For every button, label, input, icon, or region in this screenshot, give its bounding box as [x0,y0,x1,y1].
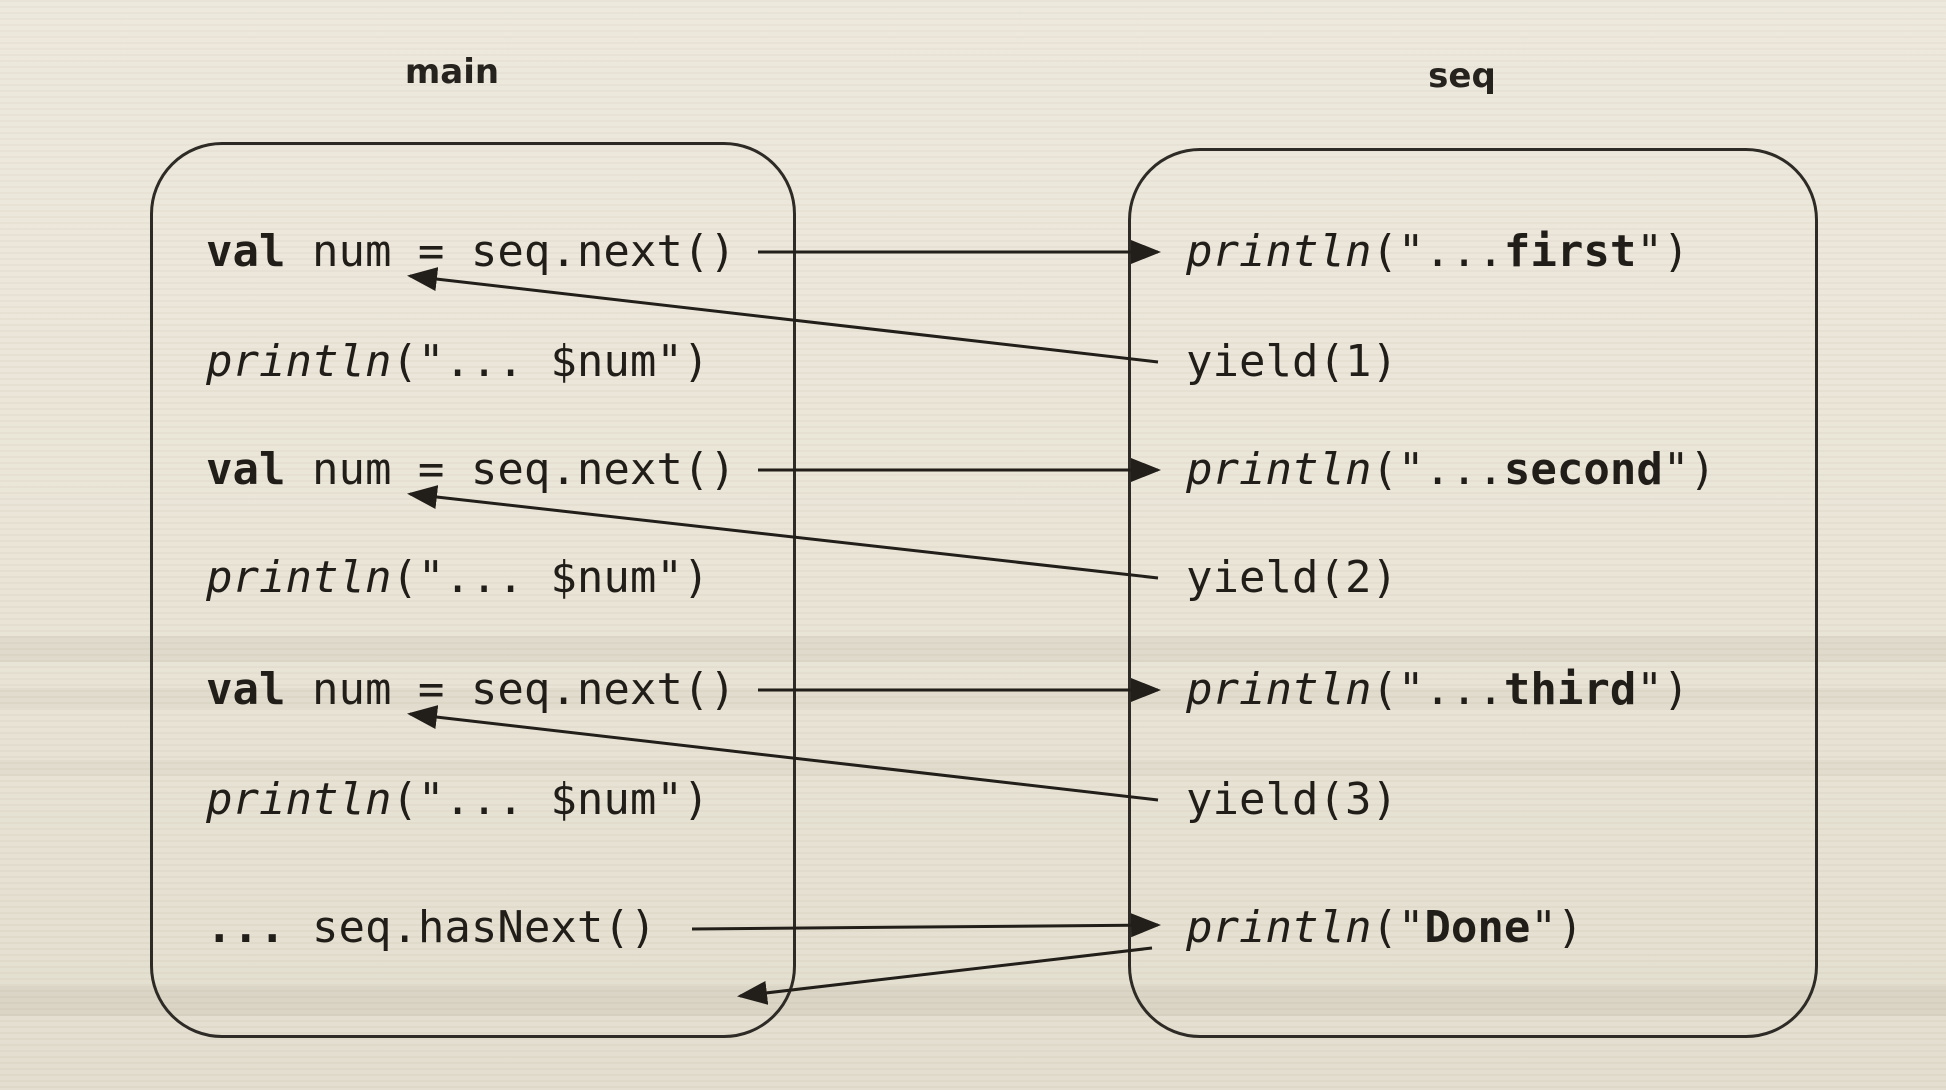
main-line-next-2: val num = seq.next() [206,444,736,496]
seq-line-println-first: println("...first") [1186,226,1689,278]
main-line-println-1: println("... $num") [206,336,709,388]
code-string-bold: Done [1424,902,1531,953]
code-text: num = seq.next() [285,226,736,277]
code-text: ("... $num") [391,774,710,825]
code-text: yield(2) [1186,552,1398,603]
main-box [150,142,796,1038]
code-text: seq.hasNext() [285,902,657,953]
code-text: ") [1662,444,1716,495]
seq-line-yield-2: yield(2) [1186,552,1398,604]
code-ellipsis: ... [206,902,286,953]
code-keyword: val [206,664,286,715]
code-text: ") [1636,226,1690,277]
seq-line-println-second: println("...second") [1186,444,1716,496]
seq-line-yield-3: yield(3) [1186,774,1398,826]
seq-line-yield-1: yield(1) [1186,336,1398,388]
main-line-hasnext: ... seq.hasNext() [206,902,656,954]
code-text: num = seq.next() [285,444,736,495]
code-function: println [206,774,392,825]
main-line-next-3: val num = seq.next() [206,664,736,716]
code-function: println [206,336,392,387]
seq-line-println-third: println("...third") [1186,664,1689,716]
main-line-println-2: println("... $num") [206,552,709,604]
main-box-title: main [404,52,500,92]
seq-box [1128,148,1818,1038]
code-text: yield(3) [1186,774,1398,825]
code-string-bold: first [1503,226,1637,277]
code-string-bold: third [1503,664,1637,715]
code-keyword: val [206,444,286,495]
code-text: num = seq.next() [285,664,736,715]
main-line-println-3: println("... $num") [206,774,709,826]
code-text: ("... $num") [391,336,710,387]
code-text: ("... [1371,444,1504,495]
code-function: println [1186,664,1372,715]
main-line-next-1: val num = seq.next() [206,226,736,278]
code-text: ("... [1371,226,1504,277]
seq-line-println-done: println("Done") [1186,902,1583,954]
code-function: println [1186,902,1372,953]
code-text: ("... [1371,664,1504,715]
code-text: (" [1371,902,1425,953]
code-text: yield(1) [1186,336,1398,387]
code-text: ") [1530,902,1584,953]
code-function: println [206,552,392,603]
code-keyword: val [206,226,286,277]
code-text: ") [1636,664,1690,715]
code-function: println [1186,226,1372,277]
seq-box-title: seq [1428,56,1496,96]
arrow-done-return [737,946,1153,1005]
code-string-bold: second [1503,444,1663,495]
code-text: ("... $num") [391,552,710,603]
code-function: println [1186,444,1372,495]
